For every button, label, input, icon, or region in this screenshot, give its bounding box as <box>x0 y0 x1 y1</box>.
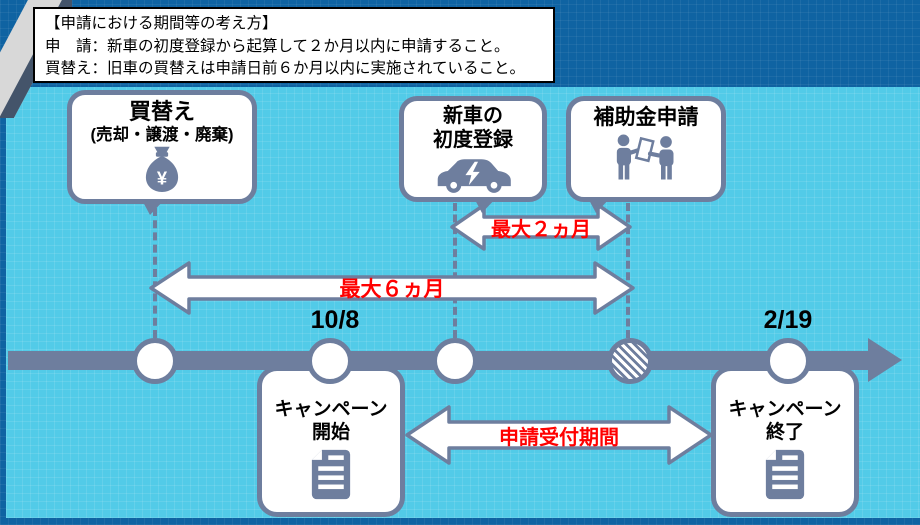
arrow-reception-period: 申請受付期間 <box>405 405 713 465</box>
double-arrow-icon <box>405 405 713 465</box>
max-6-months-label: 最大６ヵ月 <box>339 278 445 301</box>
money-bag-icon: ¥ <box>145 146 179 192</box>
campaign-start-date: 10/8 <box>310 306 360 334</box>
event-box-replace: 買替え (売却・譲渡・廃棄) ¥ <box>67 90 257 204</box>
register-box-tail <box>474 198 496 213</box>
campaign-end-box: キャンペーン 終了 <box>711 366 859 517</box>
electric-car-icon <box>437 159 511 193</box>
note-line-1: 【申請における期間等の考え方】 <box>45 15 278 32</box>
timeline-arrowhead-icon <box>868 338 902 382</box>
dashed-line-register <box>453 203 457 338</box>
event-box-apply: 補助金申請 <box>566 96 726 202</box>
replace-box-tail <box>142 200 164 215</box>
timeline-node-campaign-end <box>765 338 811 384</box>
handover-people-icon <box>616 134 674 180</box>
campaign-end-line-2: 終了 <box>765 422 804 443</box>
register-line-2: 初度登録 <box>433 129 513 151</box>
document-icon <box>765 449 805 500</box>
application-period-note: 【申請における期間等の考え方】 申 請：新車の初度登録から起算して２か月以内に申… <box>33 7 555 83</box>
reception-period-label: 申請受付期間 <box>499 426 619 449</box>
dashed-line-apply <box>626 203 630 338</box>
arrow-max-6-months: 最大６ヵ月 <box>149 261 635 315</box>
replace-subtitle: (売却・譲渡・廃棄) <box>90 126 234 144</box>
apply-box-tail <box>588 198 610 213</box>
timeline-node-apply-hatched <box>607 338 653 384</box>
max-2-months-label: 最大２ヵ月 <box>491 218 591 241</box>
note-line-2: 申 請：新車の初度登録から起算して２か月以内に申請すること。 <box>45 37 510 55</box>
yen-symbol: ¥ <box>157 167 168 188</box>
campaign-start-box: キャンペーン 開始 <box>257 366 405 517</box>
dashed-line-replace <box>153 208 157 338</box>
campaign-start-line-2: 開始 <box>311 422 350 443</box>
timeline-node-campaign-start <box>307 338 353 384</box>
note-line-3: 買替え：旧車の買替えは申請日前６か月以内に実施されていること。 <box>45 60 526 77</box>
event-box-register: 新車の 初度登録 <box>399 96 547 202</box>
replace-title: 買替え <box>128 99 195 124</box>
document-icon <box>311 449 351 500</box>
timeline-node-register <box>432 338 478 384</box>
double-arrow-icon <box>149 261 635 315</box>
apply-title: 補助金申請 <box>593 106 699 129</box>
timeline-node-replace <box>132 338 178 384</box>
campaign-end-date: 2/19 <box>763 306 813 334</box>
campaign-start-line-1: キャンペーン <box>274 399 388 420</box>
arrow-max-2-months: 最大２ヵ月 <box>450 203 632 251</box>
register-line-1: 新車の <box>443 105 503 127</box>
double-arrow-icon <box>450 203 632 251</box>
campaign-end-line-1: キャンペーン <box>728 399 842 420</box>
